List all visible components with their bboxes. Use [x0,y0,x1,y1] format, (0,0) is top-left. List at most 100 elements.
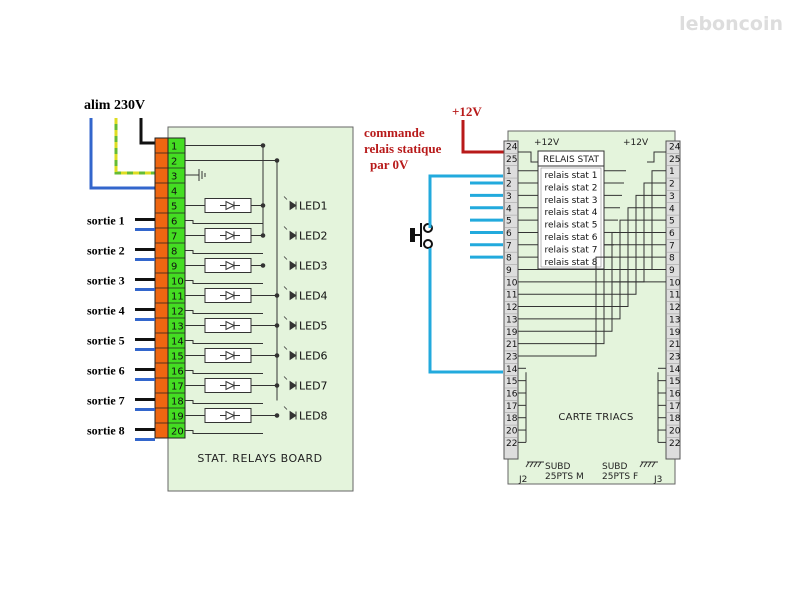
connector-j3 [665,140,681,460]
j3-pin: 24 [669,143,681,153]
output-label: sortie 4 [87,304,125,318]
output-label: sortie 2 [87,244,125,258]
power-label: alim 230V [84,98,145,113]
led-icon [283,316,297,331]
ground-hatch-icon [525,461,658,468]
terminal-pin: 18 [171,397,184,408]
terminal-pin: 1 [171,142,177,153]
j2-pin: 20 [506,427,518,437]
v12-right-label: +12V [623,138,649,148]
terminal-dividers [155,152,185,424]
relay-label: relais stat 7 [545,245,598,255]
j3-pin: 6 [669,229,675,239]
j2-pin: 14 [506,365,518,375]
j3-pin: 21 [669,340,680,350]
led-icon [283,346,297,361]
j2-pin: 1 [506,167,512,177]
board-internal-wiring [185,143,280,434]
j2-pin: 4 [506,204,512,214]
led-label: LED4 [299,290,328,303]
output-label: sortie 8 [87,424,125,438]
j2-pin: 24 [506,143,518,153]
terminal-pin: 13 [171,322,184,333]
led-icon [283,226,297,241]
j3-pin: 12 [669,303,680,313]
terminal-pin: 4 [171,187,177,198]
j2-label: J2 [518,475,527,485]
j2-pin: 21 [506,340,517,350]
subd-f-line-1: SUBD [602,462,627,472]
j3-label: J3 [653,475,662,485]
relay-icon [204,378,252,393]
led-label: LED1 [299,200,328,213]
triac-internal-wiring [518,170,666,443]
j2-pin: 2 [506,180,512,190]
j3-pin: 11 [669,291,680,301]
connector-pins: 2425123456789101112131921231415161718202… [504,143,681,449]
v12-internal-wiring [518,151,666,163]
connector-j2 [503,140,519,460]
triac-board-title: CARTE TRIACS [558,412,633,423]
j3-pin: 1 [669,167,675,177]
j2-pin: 22 [506,439,517,449]
j3-pin: 3 [669,192,675,202]
j2-pin: 17 [506,402,517,412]
led-icon [283,406,297,421]
relay-icon [204,228,252,243]
relay-board-title: STAT. RELAYS BOARD [197,452,322,465]
subd-m-line-2: 25PTS M [545,472,584,482]
j3-pin: 4 [669,204,675,214]
zero-volt-wire [428,248,503,374]
j2-pin: 19 [506,328,518,338]
j3-pin: 15 [669,377,680,387]
j2-pin: 13 [506,315,517,325]
j3-pin: 8 [669,254,675,264]
j2-pin: 11 [506,291,517,301]
j3-pin: 19 [669,328,681,338]
terminal-pin: 8 [171,247,177,258]
j3-pin: 13 [669,315,680,325]
j2-pin: 23 [506,352,517,362]
j2-pin: 5 [506,217,512,227]
led-label: LED2 [299,230,328,243]
terminal-pin: 5 [171,202,177,213]
output-label: sortie 7 [87,394,125,408]
j2-pin: 25 [506,155,517,165]
output-label: sortie 6 [87,364,125,378]
j2-pin: 9 [506,266,512,276]
j2-pin: 6 [506,229,512,239]
relay-icon [204,258,252,273]
led-icon [283,286,297,301]
led-label: LED8 [299,410,328,423]
relay-icon [204,348,252,363]
j3-pin: 25 [669,155,680,165]
relay-label: relais stat 4 [545,208,598,218]
j2-pin: 3 [506,192,512,202]
watermark: leboncoin [679,13,783,35]
j3-pin: 16 [669,390,681,400]
j2-pin: 18 [506,414,518,424]
terminal-pin: 16 [171,367,184,378]
j3-pin: 18 [669,414,681,424]
j3-pin: 23 [669,352,680,362]
command-input-wires [470,181,503,259]
terminal-pin: 19 [171,412,184,423]
j3-pin: 17 [669,402,680,412]
v12-left-label: +12V [534,138,560,148]
led-label: LED6 [299,350,328,363]
terminal-pin: 3 [171,172,177,183]
relay-label: relais stat 5 [545,221,598,231]
terminal-pin: 12 [171,307,184,318]
output-wires [135,218,155,441]
terminal-pin: 6 [171,217,177,228]
ground-icon [185,169,206,181]
j3-pin: 20 [669,427,681,437]
terminal-pin: 2 [171,157,177,168]
j2-pin: 7 [506,241,512,251]
command-line-1: commande [364,125,425,140]
pushbutton-icon [410,223,433,249]
j3-pin: 5 [669,217,675,227]
j2-pin: 12 [506,303,517,313]
